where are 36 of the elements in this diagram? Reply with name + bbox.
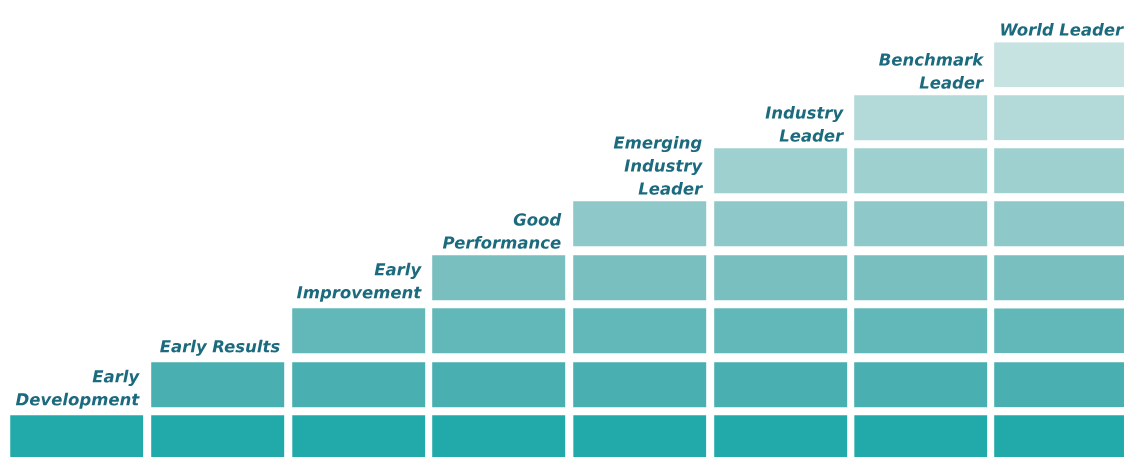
step-block xyxy=(854,362,988,408)
step-block xyxy=(994,95,1124,141)
step-label: Benchmark Leader xyxy=(879,53,985,89)
step-label: Early Improvement xyxy=(297,262,422,302)
step-block xyxy=(432,362,566,408)
step-block xyxy=(854,201,988,247)
step-block xyxy=(994,255,1124,301)
step-block xyxy=(292,362,426,408)
step-block xyxy=(994,308,1124,354)
step-block xyxy=(573,415,707,457)
step-block xyxy=(573,255,707,301)
step-block xyxy=(714,415,848,457)
step-block xyxy=(854,255,988,301)
step-block xyxy=(432,415,566,457)
step-block xyxy=(854,308,988,354)
step-block xyxy=(714,362,848,408)
step-block xyxy=(151,415,285,457)
step-block xyxy=(714,255,848,301)
step-block xyxy=(854,415,988,457)
step-label: Early Development xyxy=(15,369,140,409)
step-label: Industry Leader xyxy=(765,106,845,142)
step-block xyxy=(432,308,566,354)
step-block xyxy=(714,308,848,354)
step-label: Emerging Industry Leader xyxy=(613,136,704,195)
step-label: Early Results xyxy=(160,339,280,356)
step-label: Good Performance xyxy=(442,213,562,249)
step-block xyxy=(994,148,1124,194)
step-block xyxy=(573,362,707,408)
step-block xyxy=(573,308,707,354)
step-block xyxy=(994,201,1124,247)
step-label: World Leader xyxy=(1001,23,1124,36)
step-block xyxy=(854,148,988,194)
step-block xyxy=(994,362,1124,408)
step-block xyxy=(714,201,848,247)
step-block xyxy=(292,415,426,457)
step-block xyxy=(994,415,1124,457)
